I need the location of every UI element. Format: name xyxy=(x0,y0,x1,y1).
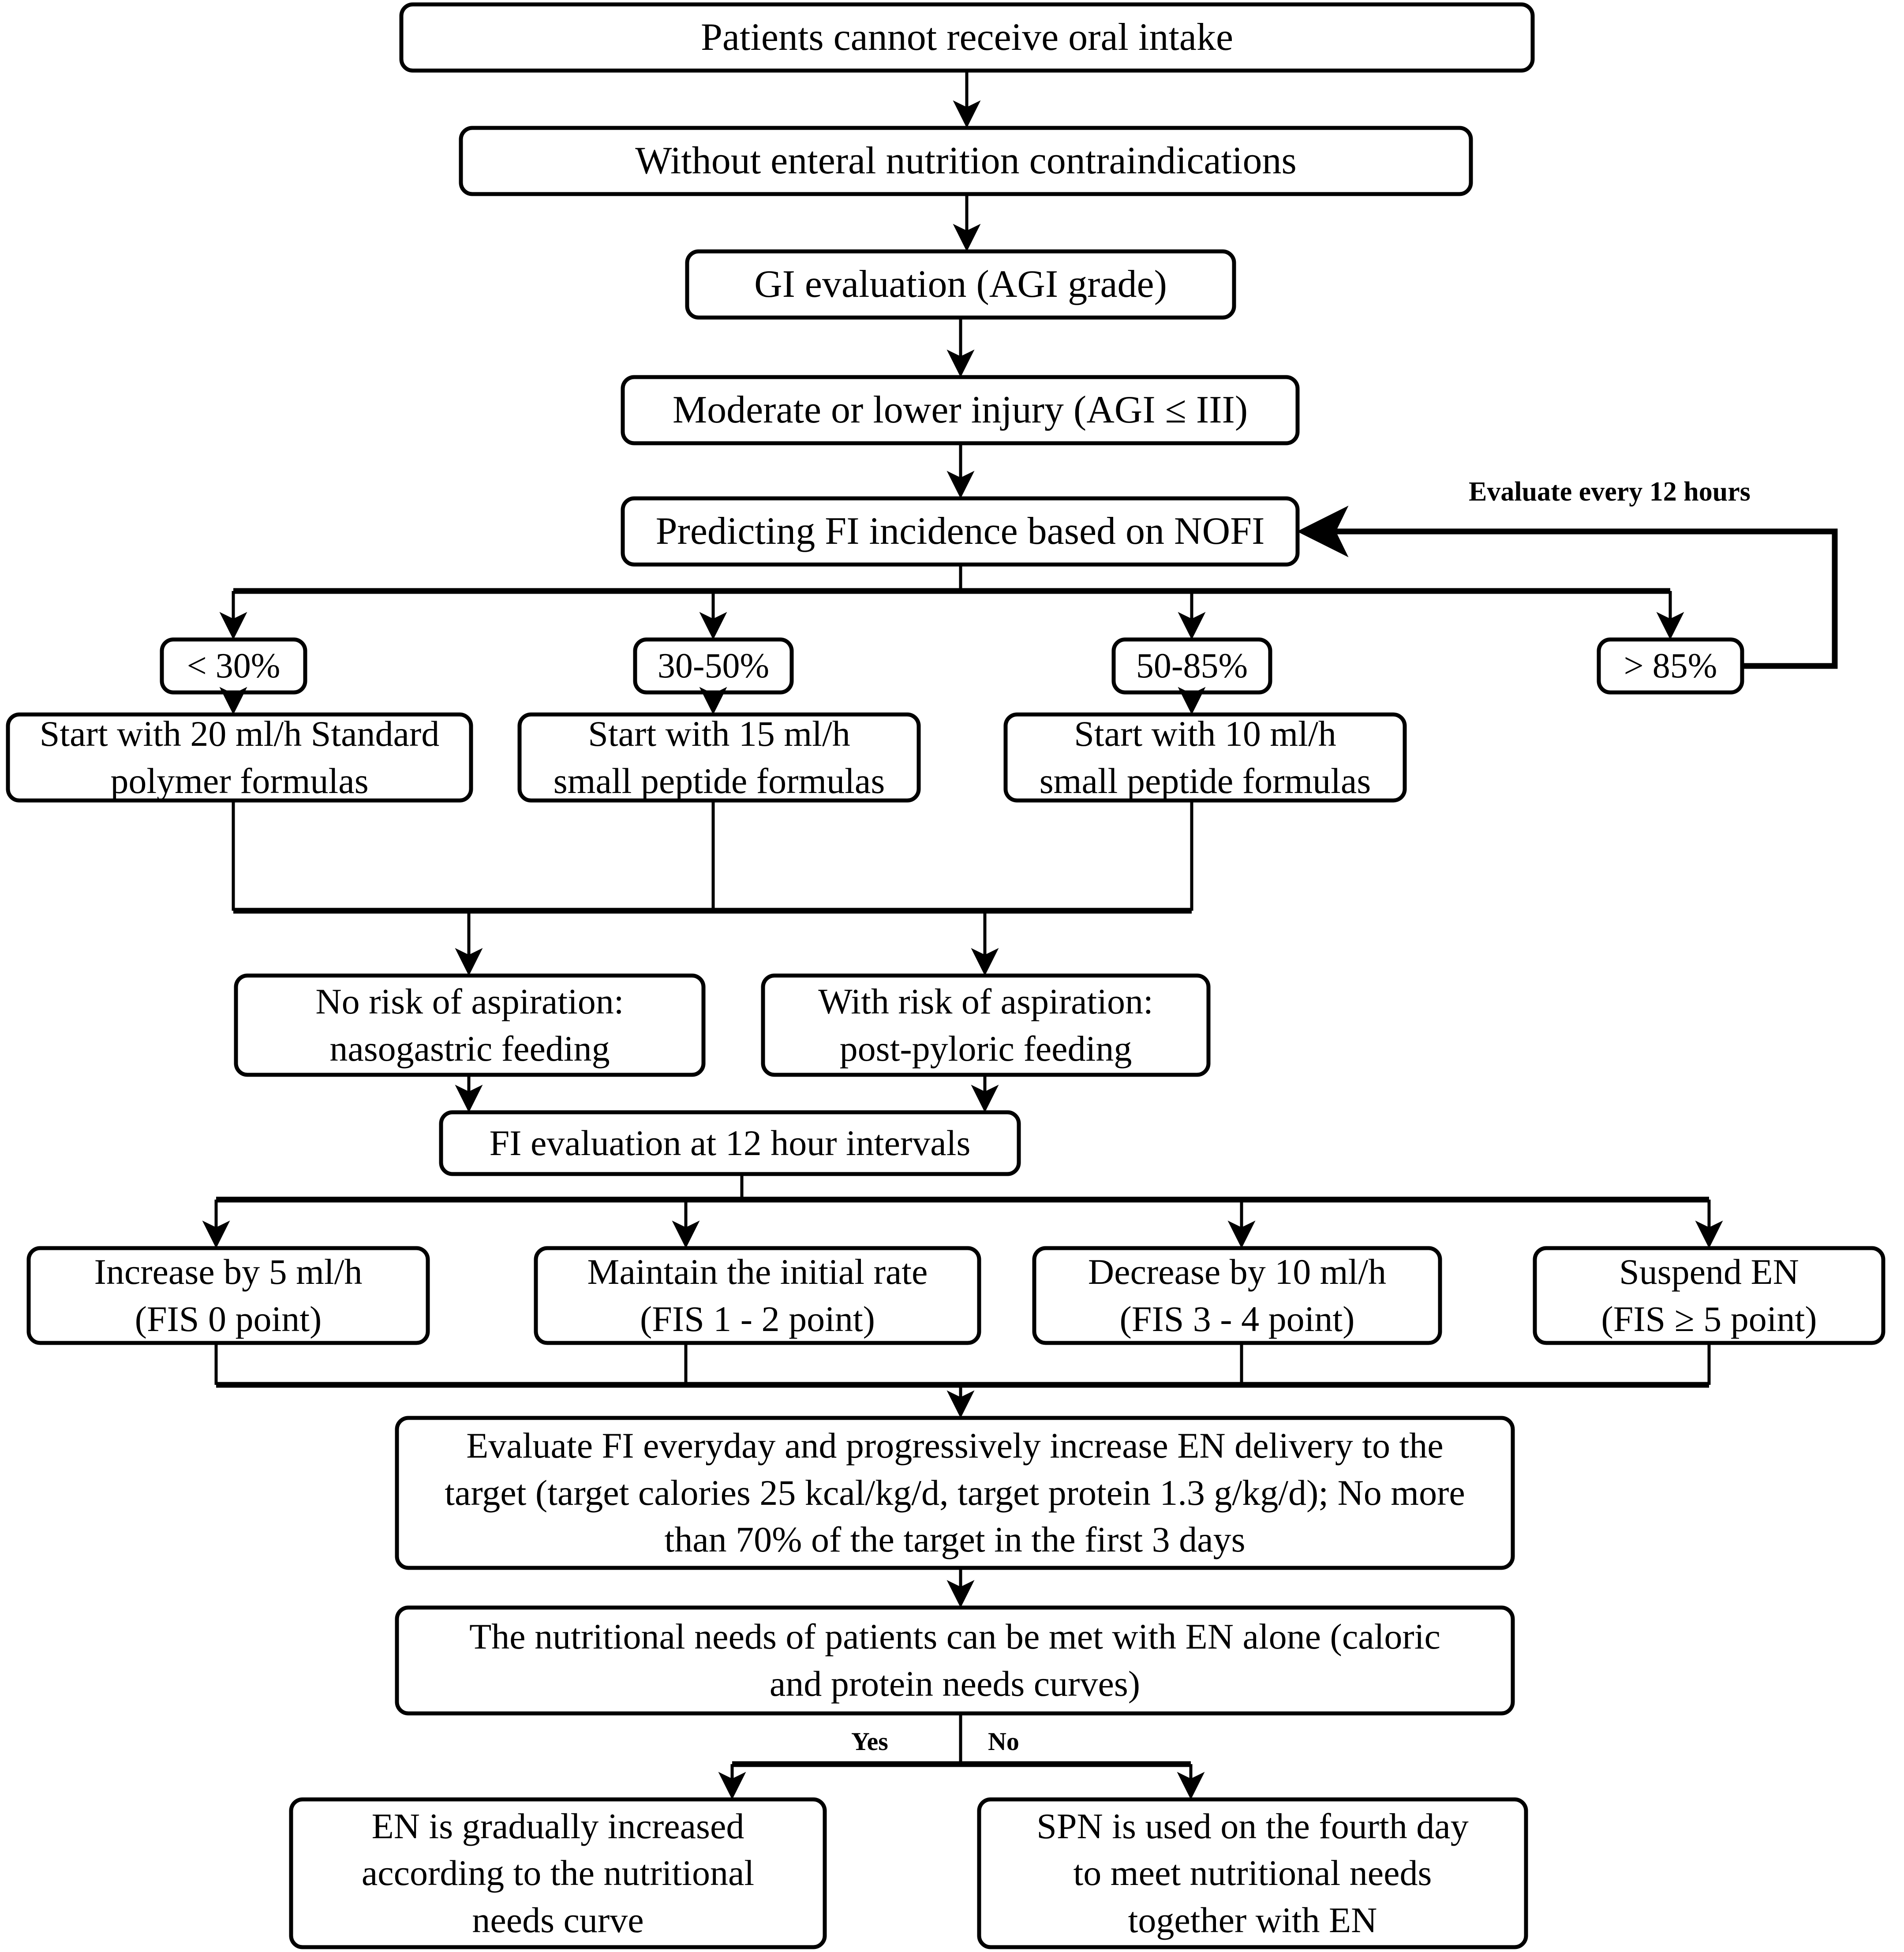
node-box-decrease-10 xyxy=(1032,1246,1442,1345)
node-box-oral-intake xyxy=(399,2,1535,73)
node-box-pct-50-85 xyxy=(1111,637,1272,695)
node-box-pct-gt85 xyxy=(1597,637,1744,695)
node-box-no-contraindication xyxy=(459,126,1473,196)
node-box-nutritional-needs xyxy=(395,1605,1515,1716)
node-box-maintain xyxy=(534,1246,981,1345)
node-rectangles-group xyxy=(6,2,1885,1949)
edge-label-evaluate-12-hours: Evaluate every 12 hours xyxy=(1469,477,1751,507)
node-box-increase-5 xyxy=(26,1246,430,1345)
connectors-group xyxy=(202,71,1838,1800)
node-box-start-10 xyxy=(1003,712,1407,803)
edge-label-yes-label: Yes xyxy=(851,1727,888,1756)
node-box-with-aspiration xyxy=(761,973,1211,1077)
edge-feedback-loop-gt85-to-predicting-fi xyxy=(1297,505,1838,669)
node-box-spn-fourth-day xyxy=(977,1797,1528,1949)
node-box-predicting-fi xyxy=(621,496,1300,567)
node-box-pct-30-50 xyxy=(633,637,794,695)
node-box-pct-lt30 xyxy=(160,637,307,695)
edge-label-no-label: No xyxy=(988,1727,1019,1756)
node-box-fi-eval-12h xyxy=(439,1110,1021,1176)
node-box-moderate-injury xyxy=(621,375,1300,445)
node-box-suspend-en xyxy=(1533,1246,1885,1345)
node-box-gi-evaluation xyxy=(685,249,1236,320)
node-box-no-aspiration xyxy=(234,973,706,1077)
node-box-evaluate-everyday xyxy=(395,1416,1515,1570)
node-box-start-15 xyxy=(517,712,921,803)
node-box-start-20 xyxy=(6,712,473,803)
node-box-en-gradual xyxy=(289,1797,827,1949)
